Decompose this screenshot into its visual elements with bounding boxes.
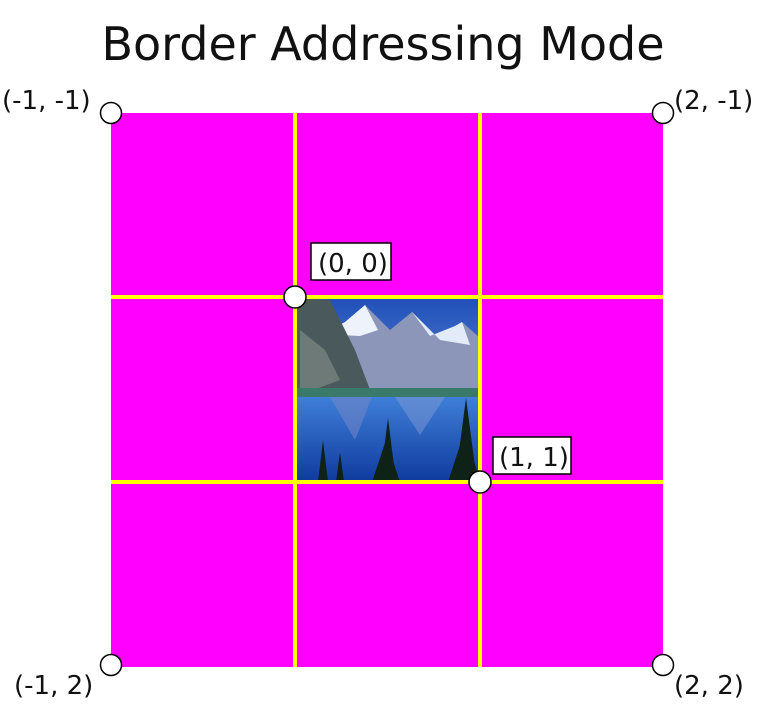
corner-marker-top-right bbox=[651, 101, 675, 125]
diagram-title: Border Addressing Mode bbox=[101, 17, 665, 71]
end-marker bbox=[468, 470, 492, 494]
origin-marker bbox=[283, 285, 307, 309]
origin-label: (0, 0) bbox=[318, 249, 388, 279]
corner-label-bottom-left: (-1, 2) bbox=[14, 671, 93, 701]
origin-label-box bbox=[310, 242, 392, 281]
corner-marker-bottom-left bbox=[99, 653, 123, 677]
corner-marker-bottom-right bbox=[651, 653, 675, 677]
corner-label-top-left: (-1, -1) bbox=[2, 86, 91, 116]
center-texture-image bbox=[295, 297, 480, 482]
end-label: (1, 1) bbox=[499, 443, 569, 473]
corner-label-top-right: (2, -1) bbox=[674, 86, 753, 116]
grid-lines bbox=[111, 113, 663, 667]
end-label-box bbox=[492, 436, 572, 475]
corner-marker-top-left bbox=[99, 101, 123, 125]
corner-label-bottom-right: (2, 2) bbox=[674, 671, 744, 701]
